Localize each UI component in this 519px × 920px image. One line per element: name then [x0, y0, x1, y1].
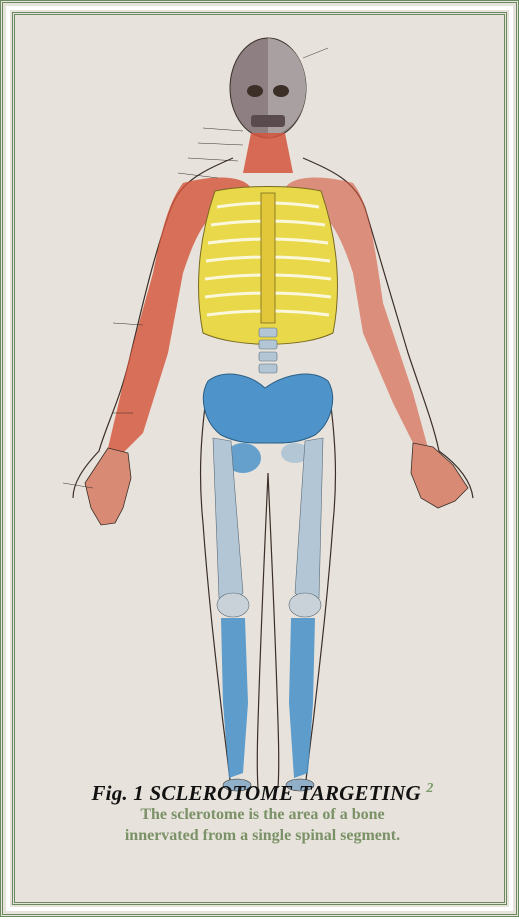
rib-cage-sclerotome — [199, 187, 338, 345]
figure-label: Fig. 1 SCLEROTOME TARGETING — [91, 781, 420, 805]
cervical-sclerotome — [243, 133, 293, 173]
knees — [217, 593, 321, 617]
hands — [85, 443, 468, 525]
caption-line-1: The sclerotome is the area of a bone — [3, 806, 519, 824]
skull — [230, 38, 306, 138]
reference-superscript: 2 — [426, 781, 433, 796]
tibia-fibula-sclerotome — [221, 618, 315, 778]
figure-title: Fig. 1 SCLEROTOME TARGETING 2 — [3, 781, 519, 806]
caption-line-2: innervated from a single spinal segment. — [3, 827, 519, 845]
femurs — [213, 438, 323, 603]
lumbar-spine — [259, 328, 277, 373]
